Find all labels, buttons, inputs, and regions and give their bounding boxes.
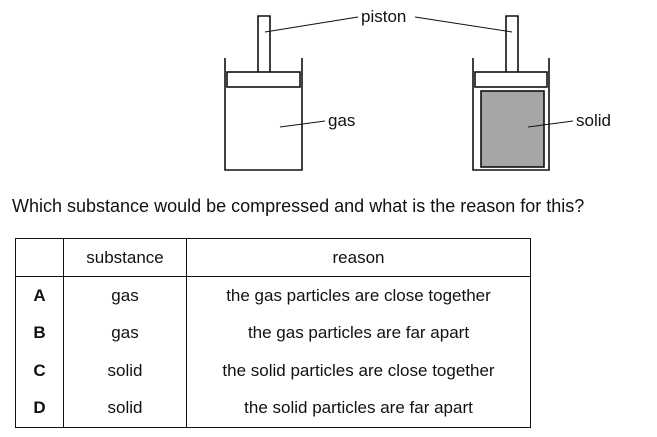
piston-leader-left — [264, 16, 359, 33]
piston-diagram: piston gas solid — [224, 7, 611, 171]
option-reason: the gas particles are far apart — [247, 323, 470, 343]
gas-leader — [279, 120, 326, 128]
answer-table: substance reason A gas the gas particles… — [15, 238, 531, 428]
piston-label: piston — [361, 7, 406, 26]
solid-block — [480, 90, 545, 168]
option-letter: B — [15, 314, 64, 352]
solid-cylinder — [472, 15, 550, 171]
option-substance: gas — [63, 276, 187, 315]
option-reason: the solid particles are far apart — [244, 398, 473, 418]
gas-label: gas — [328, 111, 355, 130]
option-reason: the solid particles are close together — [222, 360, 495, 380]
option-reason: the gas particles are close together — [226, 285, 491, 305]
option-row-a[interactable]: A gas the gas particles are close togeth… — [15, 276, 531, 315]
option-letter: D — [15, 389, 64, 428]
option-substance: gas — [63, 314, 187, 352]
gas-cylinder — [224, 15, 303, 171]
table-header-row: substance reason — [15, 238, 531, 277]
piston-leader-right — [414, 16, 513, 33]
solid-leader — [527, 120, 574, 128]
option-substance: solid — [63, 389, 187, 428]
option-letter: A — [15, 276, 64, 315]
header-reason: reason — [186, 238, 531, 277]
header-letter — [15, 238, 64, 277]
option-row-c[interactable]: C solid the solid particles are close to… — [15, 352, 531, 390]
solid-label: solid — [576, 111, 611, 130]
option-substance: solid — [63, 352, 187, 390]
question-text: Which substance would be compressed and … — [12, 196, 585, 216]
option-row-d[interactable]: D solid the solid particles are far apar… — [15, 389, 531, 428]
option-letter: C — [15, 352, 64, 390]
header-substance: substance — [63, 238, 187, 277]
option-row-b[interactable]: B gas the gas particles are far apart — [15, 314, 531, 352]
